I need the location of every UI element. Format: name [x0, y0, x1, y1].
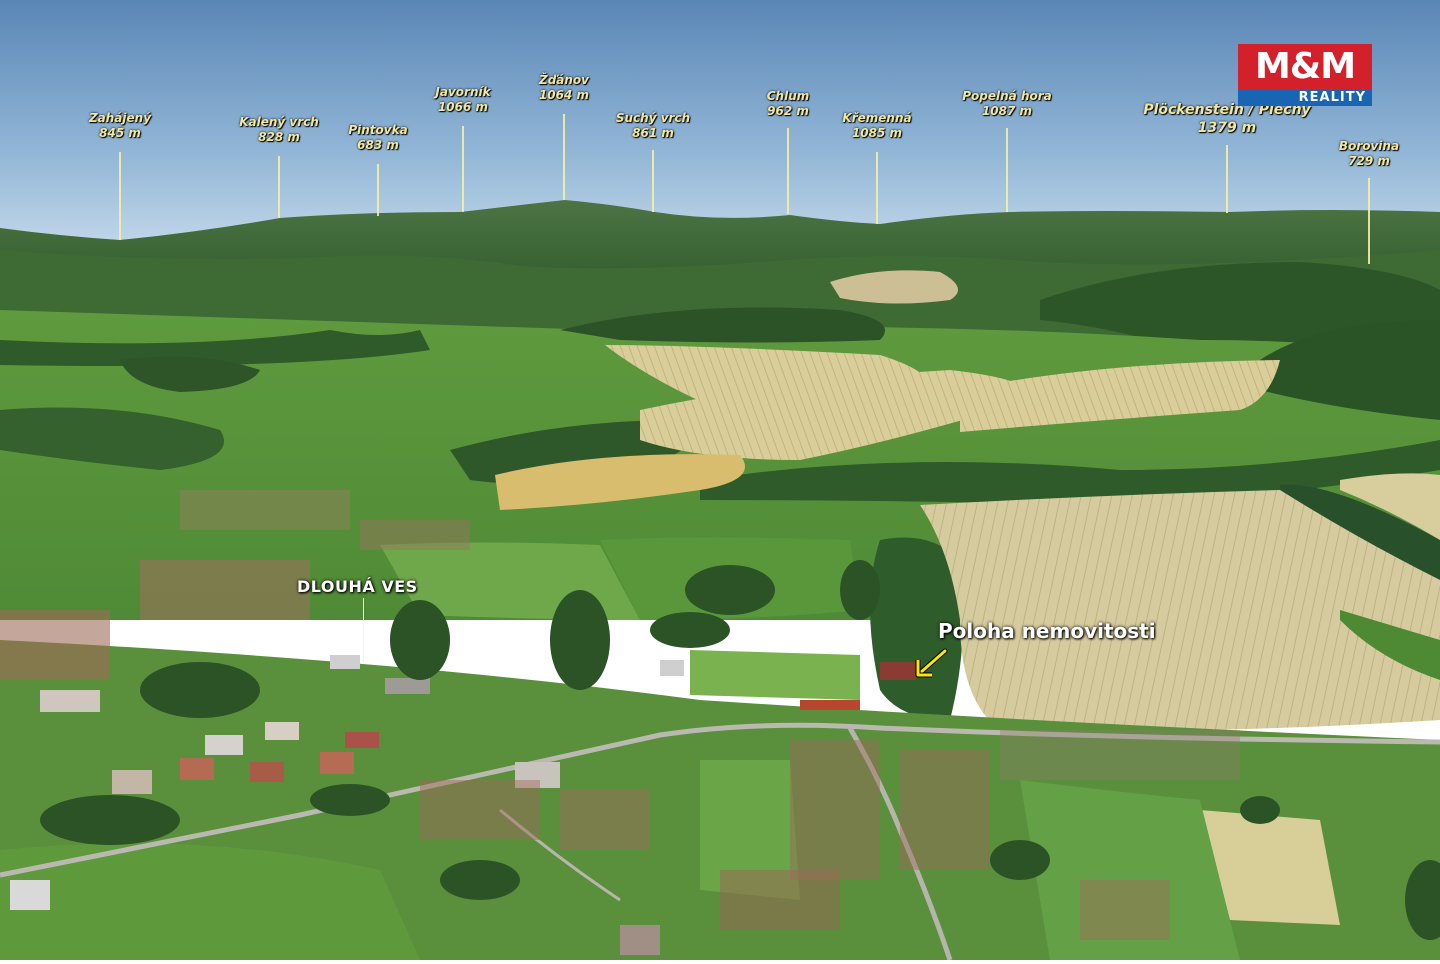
forest-strip [1280, 484, 1440, 580]
peak-name: Javorník [435, 85, 491, 99]
peak-label-javornik: Javorník 1066 m [435, 85, 490, 115]
peak-label-popelna-hora: Popelná hora 1087 m [962, 89, 1052, 119]
field-right-top [1340, 473, 1440, 540]
peak-marker-line [462, 126, 464, 212]
village-houses [0, 490, 1240, 955]
peak-elevation: 1085 m [851, 126, 903, 140]
peak-elevation: 729 m [1348, 154, 1390, 168]
road-main [0, 722, 1440, 878]
road-side-2 [499, 808, 621, 902]
peak-name: Suchý vrch [615, 111, 691, 125]
peak-marker-line [787, 128, 789, 214]
meadow-lower-right [1020, 780, 1240, 960]
peak-elevation: 1064 m [538, 88, 590, 102]
peak-marker-line [1006, 128, 1008, 212]
tree-clumps [40, 560, 1440, 940]
field-lower-right [1200, 810, 1340, 925]
peak-label-zahajeny: Zahájený 845 m [89, 111, 151, 141]
field-large [920, 490, 1440, 732]
logo-subtitle: REALITY [1238, 89, 1372, 106]
peak-marker-line [563, 114, 565, 200]
peak-label-kaleny-vrch: Kalený vrch 828 m [239, 115, 319, 145]
peak-name: Křemenná [842, 111, 912, 125]
peak-name: Zahájený [88, 111, 152, 125]
peak-label-suchy-vrch: Suchý vrch 861 m [616, 111, 690, 141]
arrow-icon [915, 648, 948, 678]
peak-label-zdanov: Žďánov 1064 m [539, 73, 589, 103]
foreground-meadow-center [700, 760, 800, 900]
clearing [830, 270, 958, 304]
peak-marker-line [119, 152, 121, 240]
property-location-label: Poloha nemovitosti [938, 619, 1156, 643]
peak-marker-line [1368, 178, 1370, 264]
peak-marker-line [278, 156, 280, 218]
peak-elevation: 828 m [258, 130, 300, 144]
peak-name: Popelná hora [962, 89, 1052, 103]
field-upper-right [960, 360, 1280, 432]
peak-elevation: 683 m [357, 138, 399, 152]
peak-name: Chlum [766, 89, 810, 103]
peak-label-kremenna: Křemenná 1085 m [842, 111, 911, 141]
peak-elevation: 861 m [632, 126, 674, 140]
peak-marker-line [652, 150, 654, 212]
peak-name: Kalený vrch [239, 115, 319, 129]
peak-label-chlum: Chlum 962 m [767, 89, 810, 119]
peak-elevation: 962 m [767, 104, 809, 118]
foreground-meadow-left [0, 843, 420, 960]
peak-elevation: 845 m [99, 126, 141, 140]
peak-elevation: 1066 m [437, 100, 489, 114]
peak-name: Borovina [1338, 139, 1400, 153]
forest-strip [120, 356, 260, 392]
peak-name: Plöckenstein / Plechý [1143, 102, 1311, 118]
village-marker-line [363, 598, 364, 662]
forest-strip [0, 330, 430, 366]
peak-name: Pintovka [348, 123, 408, 137]
road-side [847, 726, 953, 961]
village-label: DLOUHÁ VES [297, 577, 418, 596]
meadow-strip-right [1340, 610, 1440, 680]
peak-marker-line [1226, 145, 1228, 213]
forest-strip [560, 307, 885, 343]
football-field [690, 650, 860, 700]
logo-mark: M&M [1238, 44, 1372, 89]
forest-strip [1260, 320, 1440, 420]
peak-label-pintovka: Pintovka 683 m [348, 123, 407, 153]
peak-marker-line [377, 164, 379, 216]
peak-marker-line [876, 152, 878, 224]
forest-strip [700, 440, 1440, 505]
peak-name: Žďánov [539, 73, 589, 87]
forest-strip [0, 407, 224, 470]
peak-elevation: 1379 m [1197, 120, 1257, 136]
peak-label-plockenstein: Plöckenstein / Plechý 1379 m [1143, 101, 1310, 137]
peak-label-borovina: Borovina 729 m [1339, 139, 1399, 169]
peak-elevation: 1087 m [981, 104, 1033, 118]
brand-logo: M&M REALITY [1238, 44, 1372, 106]
field-golden [495, 454, 745, 510]
field-upper-center [640, 370, 1031, 460]
